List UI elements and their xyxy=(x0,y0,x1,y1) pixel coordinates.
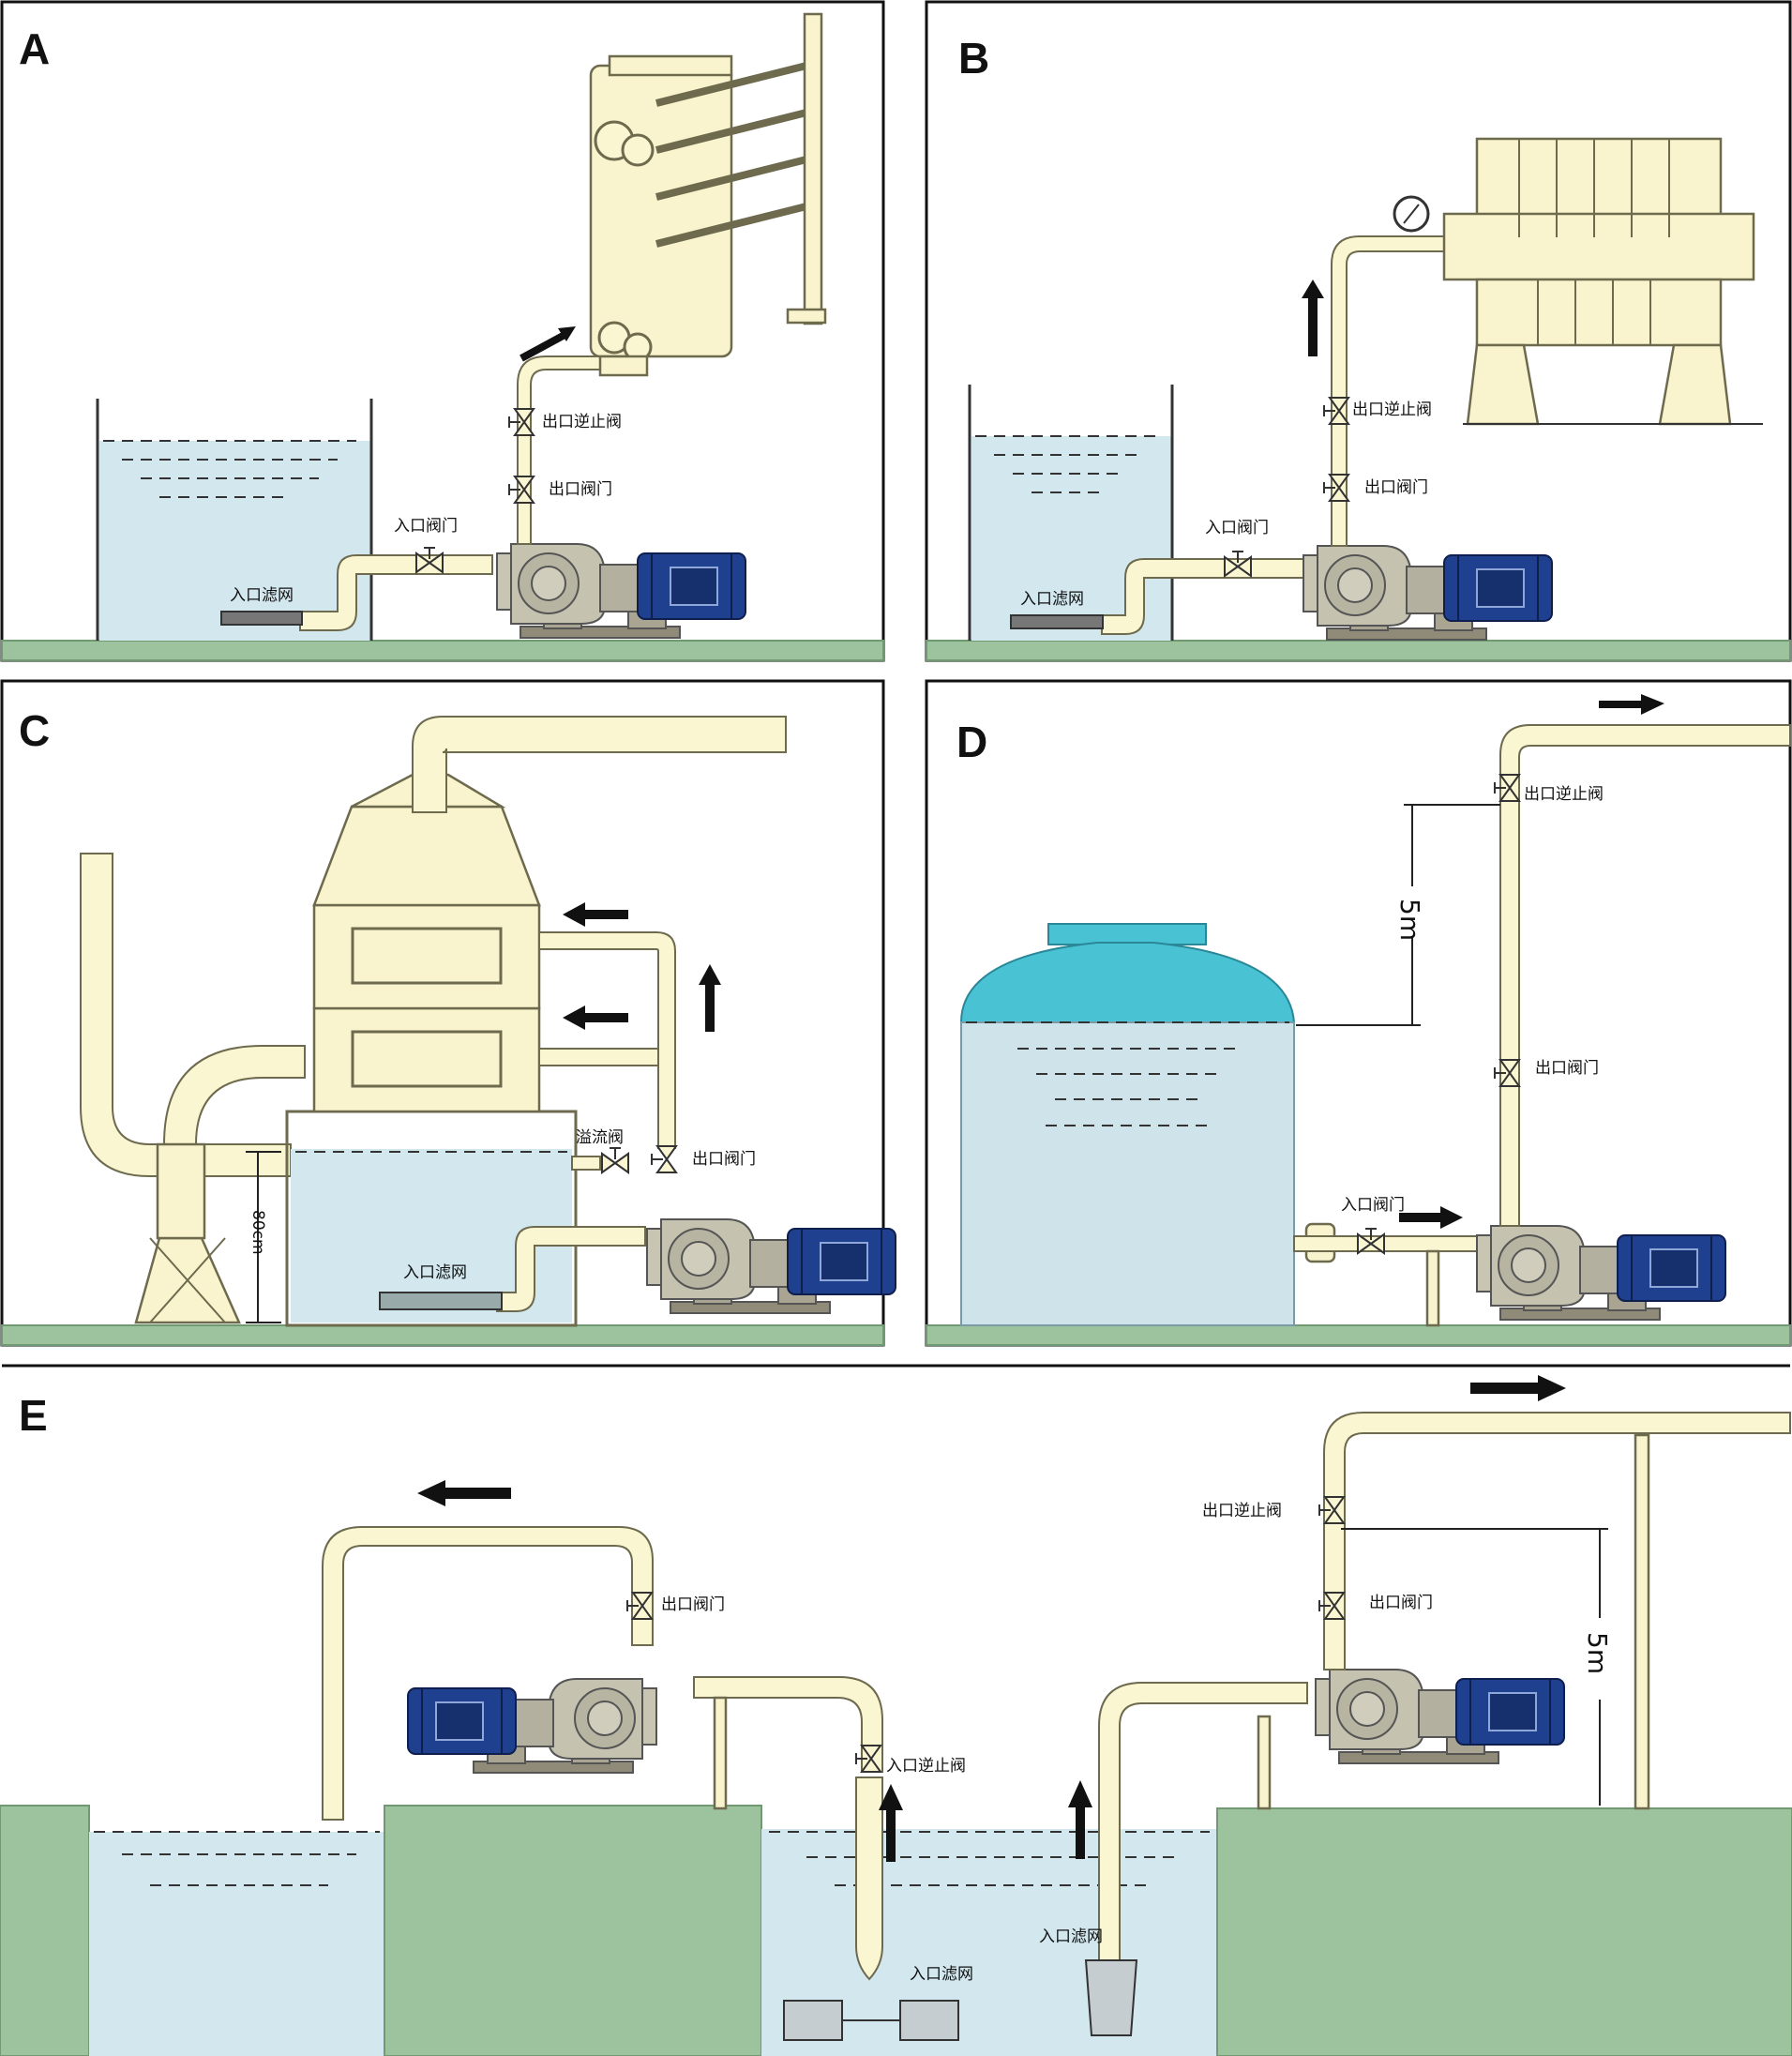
panel-letter: B xyxy=(958,34,989,83)
ground xyxy=(1,640,884,661)
pump-icon xyxy=(1303,545,1553,641)
pump-icon xyxy=(496,543,746,639)
label-height: 80cm xyxy=(248,1210,267,1255)
label-outlet-valve: 出口阀门 xyxy=(1535,1059,1599,1078)
inlet-filter-icon xyxy=(1010,614,1104,629)
inlet-filter-icon xyxy=(220,611,303,626)
panel-letter: E xyxy=(19,1391,48,1440)
panel-b: B xyxy=(925,0,1792,662)
label-inlet-filter: 入口滤网 xyxy=(1020,590,1084,609)
flow-arrow-icon xyxy=(1399,1206,1463,1229)
water-tank xyxy=(99,441,371,641)
plate-heat-exchanger xyxy=(589,12,827,377)
label-height: 5m xyxy=(1394,899,1425,941)
drain-valve-icon xyxy=(601,1147,629,1173)
flow-arrow-icon xyxy=(1076,1803,1085,1859)
label-outlet-valve: 出口阀门 xyxy=(549,480,612,499)
pump-icon xyxy=(1315,1669,1565,1764)
outlet-valve-icon xyxy=(651,1145,677,1173)
panel-letter: D xyxy=(956,718,987,766)
flow-arrow-icon xyxy=(563,1005,628,1030)
inlet-pipe-left xyxy=(855,1776,883,1981)
label-outlet-check-valve: 出口逆止阀 xyxy=(1524,785,1604,804)
ground xyxy=(1,1324,884,1346)
panel-e: E xyxy=(0,1364,1792,2056)
panel-c: C xyxy=(0,679,896,1347)
storage-tank xyxy=(959,923,1296,1326)
label-inlet-filter: 入口滤网 xyxy=(403,1263,467,1282)
label-inlet-valve: 入口阀门 xyxy=(1205,519,1269,537)
flow-arrow-icon xyxy=(417,1480,511,1506)
label-height: 5m xyxy=(1582,1632,1613,1674)
pump-icon xyxy=(1476,1225,1726,1321)
pump-icon xyxy=(646,1218,896,1314)
label-inlet-valve: 入口阀门 xyxy=(394,517,458,536)
label-inlet-filter: 入口滤网 xyxy=(230,586,294,605)
panel-letter: A xyxy=(19,24,50,73)
inlet-filter-icon xyxy=(783,2000,843,2041)
label-drain-valve: 溢流阀 xyxy=(576,1128,624,1147)
ground xyxy=(926,640,1791,661)
ground xyxy=(1216,1807,1792,2056)
label-outlet-valve-right: 出口阀门 xyxy=(1369,1594,1433,1612)
panel-letter: C xyxy=(19,706,50,755)
ground xyxy=(384,1805,762,2056)
panel-d: D 5m 出口逆止阀 出口阀门 入口 xyxy=(925,679,1792,1347)
label-inlet-check-valve: 入口逆止阀 xyxy=(886,1757,966,1776)
flow-arrow-icon xyxy=(886,1806,896,1862)
filter-press xyxy=(1442,137,1763,426)
flow-arrow-icon xyxy=(1470,1375,1566,1401)
label-inlet-filter-right: 入口滤网 xyxy=(1039,1928,1103,1946)
label-outlet-check-valve: 出口逆止阀 xyxy=(1352,401,1432,419)
inlet-pipe-right xyxy=(1098,1682,1308,1961)
panel-a: A xyxy=(0,0,885,662)
inlet-filter-icon xyxy=(1084,1959,1138,2036)
label-outlet-check-valve: 出口逆止阀 xyxy=(542,413,622,431)
label-outlet-check-valve: 出口逆止阀 xyxy=(1202,1502,1282,1520)
label-outlet-valve: 出口阀门 xyxy=(692,1150,756,1169)
flow-arrow-icon xyxy=(705,980,715,1032)
label-outlet-valve: 出口阀门 xyxy=(1364,478,1428,497)
inlet-filter-icon xyxy=(379,1292,503,1310)
label-outlet-valve-left: 出口阀门 xyxy=(661,1595,725,1614)
flow-arrow-icon xyxy=(1599,694,1664,715)
label-inlet-filter-left: 入口滤网 xyxy=(910,1965,973,1984)
water-pit-left xyxy=(89,1832,384,2056)
ground xyxy=(926,1324,1791,1346)
flow-arrow-icon xyxy=(1308,295,1318,356)
flow-arrow-icon xyxy=(563,902,628,927)
ground xyxy=(0,1805,90,2056)
label-inlet-valve: 入口阀门 xyxy=(1341,1196,1405,1215)
